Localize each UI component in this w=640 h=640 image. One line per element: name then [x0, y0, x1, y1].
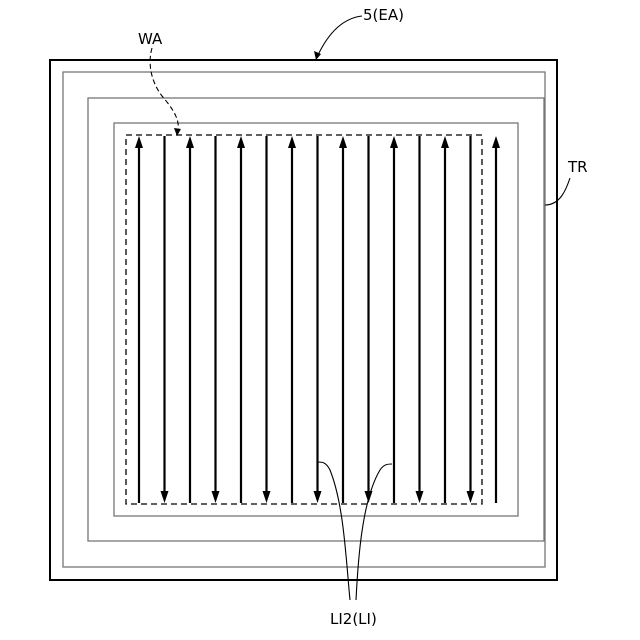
- substrate-leader: [318, 16, 362, 55]
- substrate-label: 5(EA): [363, 6, 404, 24]
- arrowhead-down: [314, 491, 322, 503]
- arrowhead-up: [288, 136, 296, 148]
- work-area-label: WA: [138, 30, 163, 48]
- arrowhead-up: [339, 136, 347, 148]
- arrowhead-down: [263, 491, 271, 503]
- arrowhead-up: [390, 136, 398, 148]
- arrowhead-down: [467, 491, 475, 503]
- scan-lines-label: LI2(LI): [330, 610, 377, 628]
- arrowhead-down: [416, 491, 424, 503]
- arrowhead-down: [212, 491, 220, 503]
- arrowhead-up: [186, 136, 194, 148]
- arrowhead-up: [237, 136, 245, 148]
- arrowhead-up: [441, 136, 449, 148]
- frame-3: [114, 123, 518, 516]
- work-area-outline: [126, 135, 482, 504]
- scan-lines-group: [135, 136, 500, 503]
- substrate-leader-arrowhead: [314, 51, 321, 60]
- arrowhead-up: [492, 136, 500, 148]
- arrowhead-down: [161, 491, 169, 503]
- arrowhead-up: [135, 136, 143, 148]
- track-label: TR: [567, 158, 588, 176]
- frame-2: [88, 98, 544, 541]
